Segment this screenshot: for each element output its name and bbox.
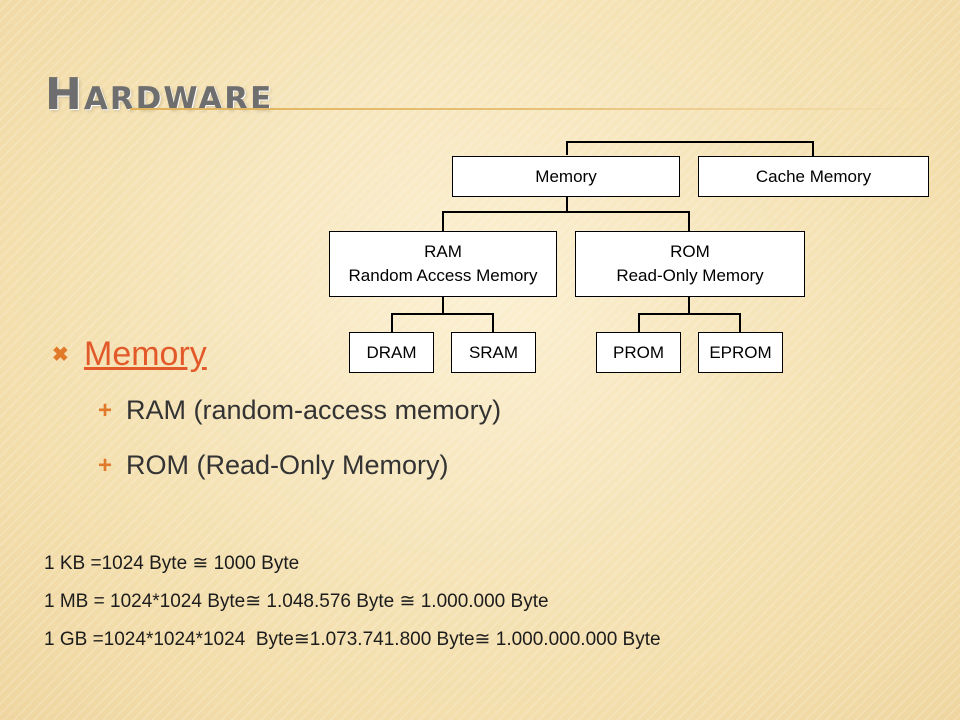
connector-prom-vertical [638, 313, 640, 332]
x-bullet-icon: ✖ [52, 344, 69, 366]
fact-kb: 1 KB =1024 Byte ≅ 1000 Byte [44, 553, 300, 574]
prom-box: PROM [596, 332, 681, 373]
plus-bullet-icon: + [98, 396, 113, 424]
eprom-box-label: EPROM [709, 342, 772, 362]
fact-gb: 1 GB =1024*1024*1024 Byte≅1.073.741.800 … [44, 629, 661, 650]
connector-rom-down [688, 297, 690, 314]
sram-box-label: SRAM [468, 342, 519, 362]
memory-box-label: Memory [535, 166, 597, 186]
ram-box-subtitle: Random Access Memory [348, 266, 538, 285]
connector-top-horizontal [566, 141, 813, 143]
dram-box-label: DRAM [366, 342, 417, 362]
prom-box-label: PROM [613, 342, 664, 362]
sub-bullet-rom-text: ROM (Read-Only Memory) [126, 450, 449, 480]
connector-ram-down [442, 297, 444, 314]
title-underline [130, 108, 930, 110]
memory-box: Memory [452, 156, 680, 197]
ram-box: RAM Random Access Memory [329, 231, 557, 297]
fact-mb: 1 MB = 1024*1024 Byte≅ 1.048.576 Byte ≅ … [44, 591, 549, 612]
cache-memory-box: Cache Memory [698, 156, 929, 197]
rom-box-title: ROM [670, 242, 710, 261]
connector-rom-vertical [688, 211, 690, 231]
bullet-memory: ✖ Memory [52, 335, 207, 374]
plus-bullet-icon: + [98, 451, 113, 479]
cache-memory-box-label: Cache Memory [755, 166, 872, 186]
connector-ram-vertical [442, 211, 444, 231]
sub-bullet-ram: + RAM (random-access memory) [98, 395, 501, 426]
sub-bullet-rom: + ROM (Read-Only Memory) [98, 450, 449, 481]
rom-box: ROM Read-Only Memory [575, 231, 805, 297]
slide-title: Hardware [45, 69, 274, 120]
connector-mid-horizontal [442, 211, 689, 213]
connector-sram-vertical [492, 313, 494, 332]
connector-eprom-vertical [739, 313, 741, 332]
connector-dram-vertical [391, 313, 393, 332]
eprom-box: EPROM [698, 332, 783, 373]
dram-box: DRAM [349, 332, 434, 373]
connector-mid-vertical [566, 197, 568, 212]
connector-rom-horizontal [638, 313, 740, 315]
memory-link[interactable]: Memory [84, 335, 207, 373]
rom-box-subtitle: Read-Only Memory [616, 266, 764, 285]
connector-top-vertical [566, 141, 568, 155]
ram-box-title: RAM [424, 242, 462, 261]
sram-box: SRAM [451, 332, 536, 373]
connector-ram-horizontal [391, 313, 493, 315]
connector-cache-vertical [812, 141, 814, 157]
sub-bullet-ram-text: RAM (random-access memory) [126, 395, 502, 425]
